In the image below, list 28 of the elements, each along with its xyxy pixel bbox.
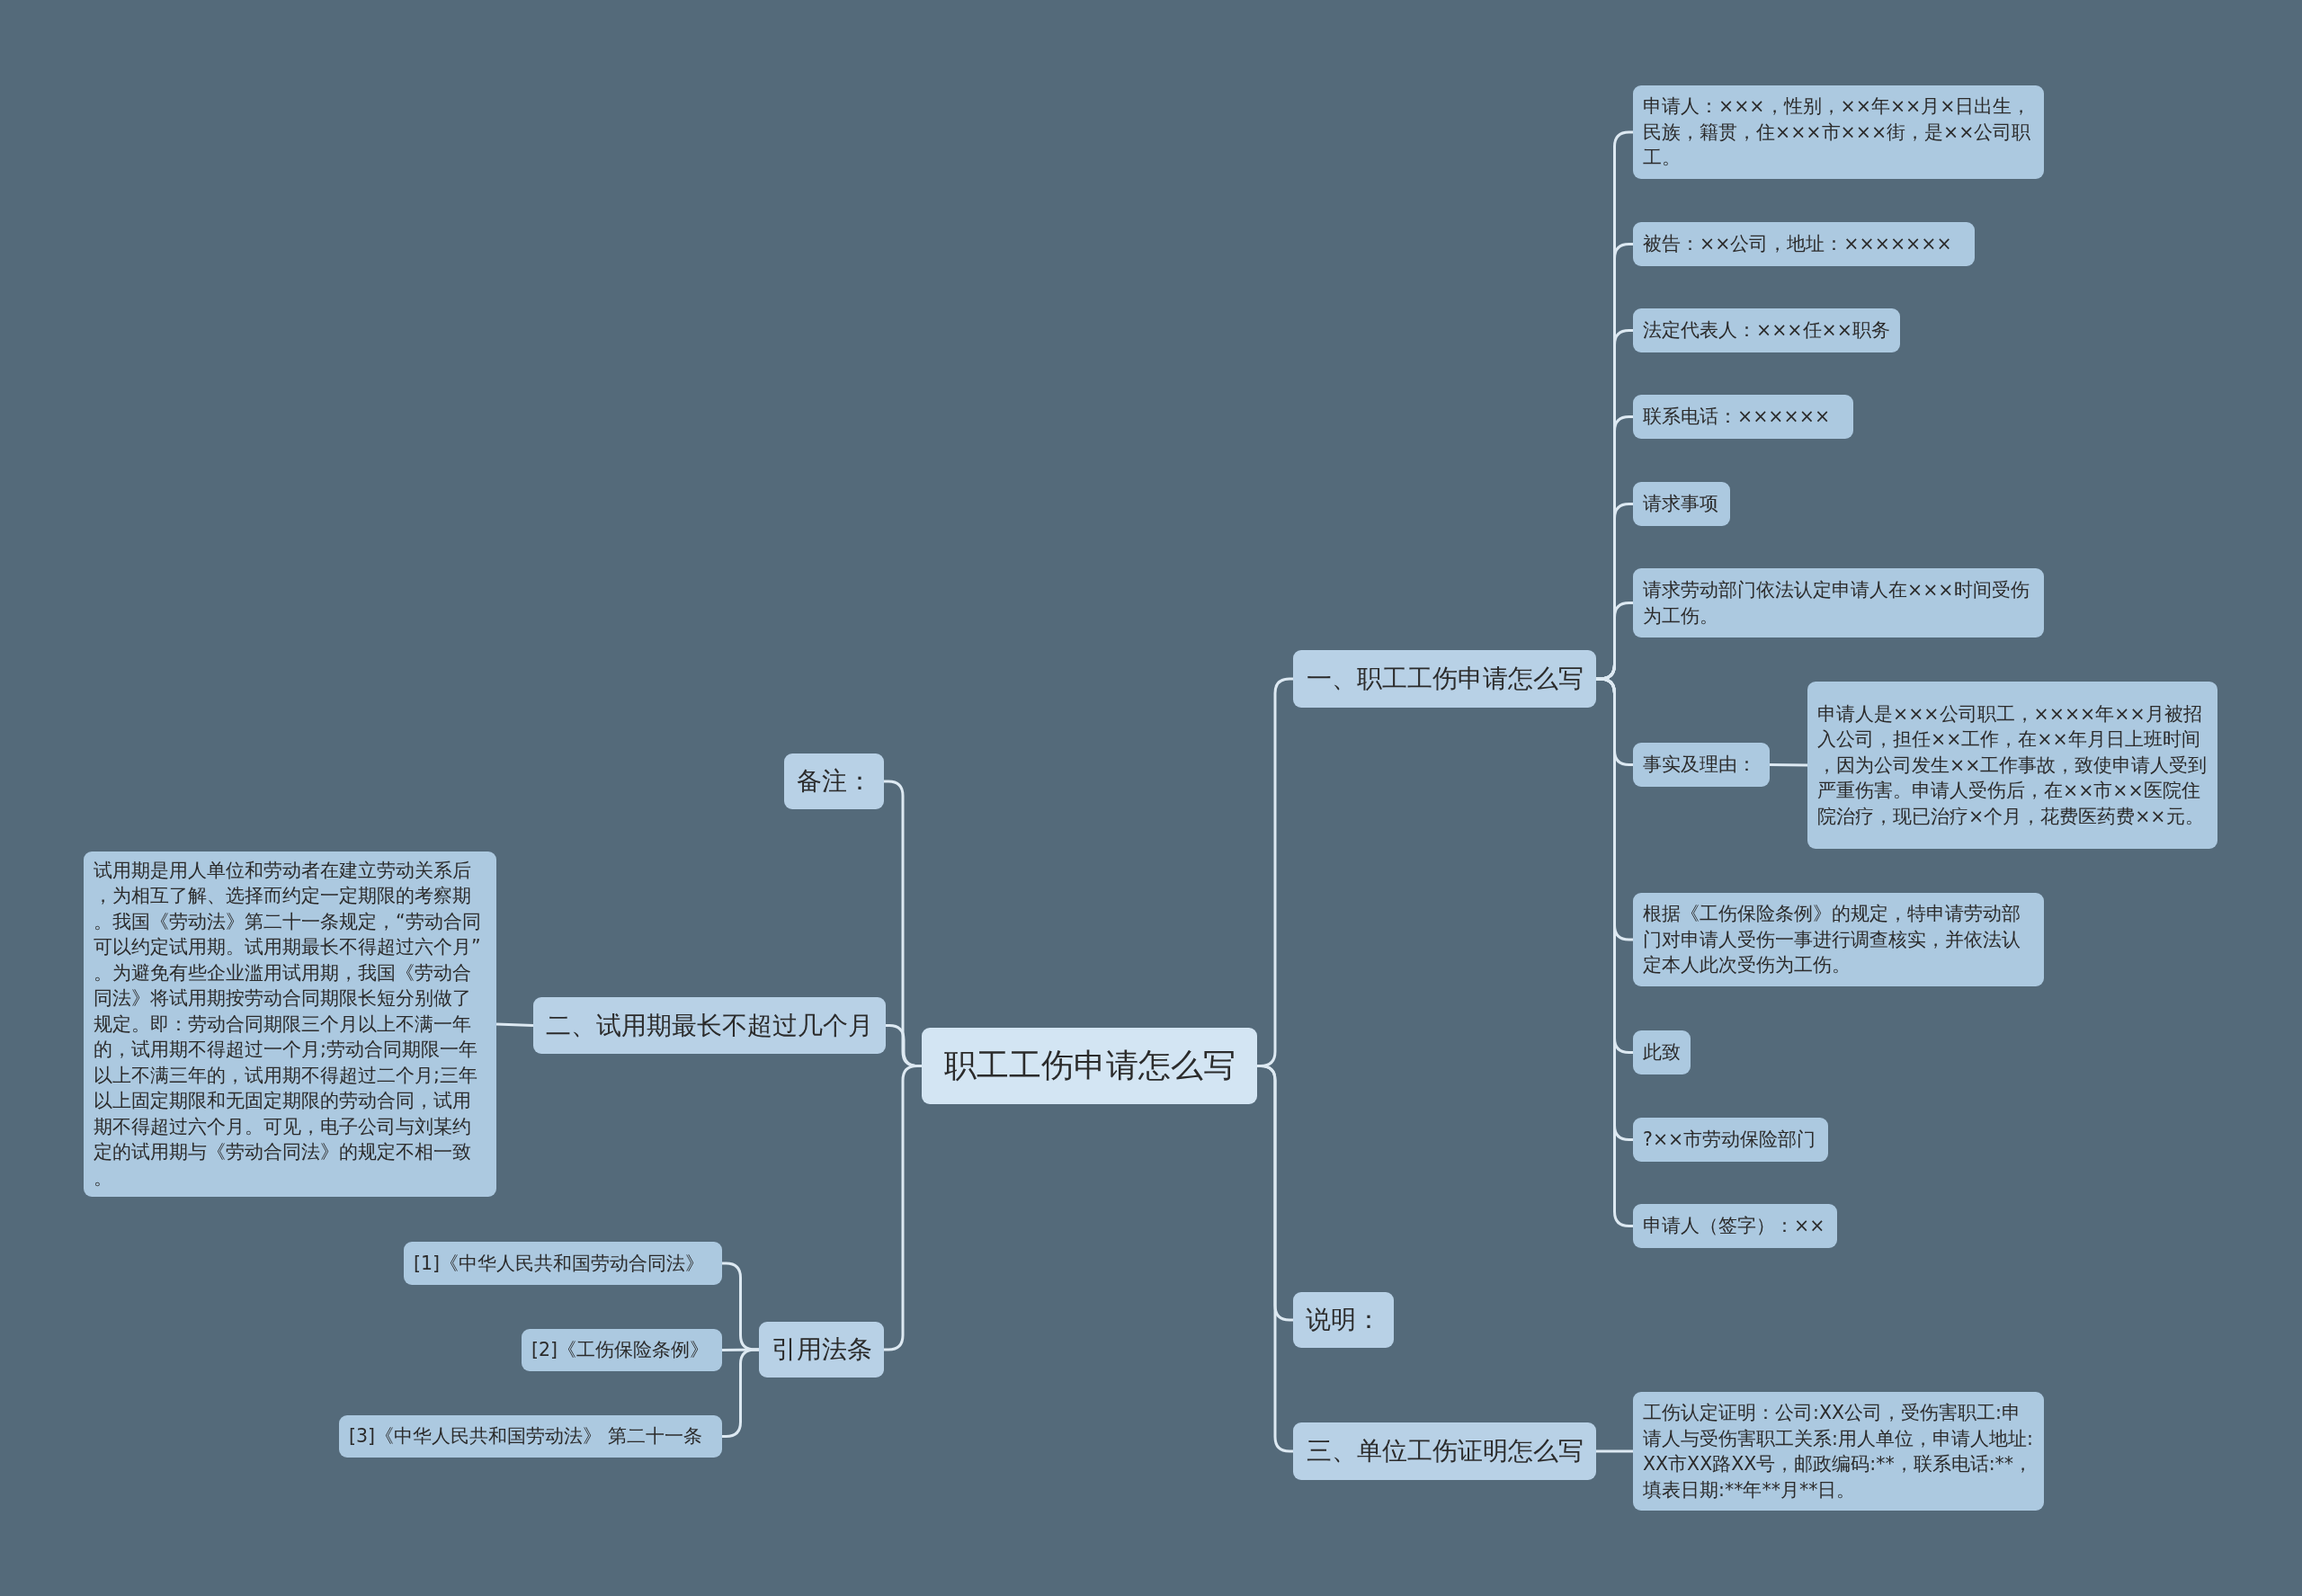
topic-box: 请求劳动部门依法认定申请人在×××时间受伤为工伤。 bbox=[1633, 568, 2044, 638]
branch-topic: 备注： bbox=[784, 753, 884, 809]
topic-box: 工伤认定证明：公司:XX公司，受伤害职工:申请人与受伤害职工关系:用人单位，申请人地址:XX市XX路XX号，邮政编码:**，联系电话:**，填表日期:**年**月**日。 bbox=[1633, 1392, 2044, 1511]
topic-box: 法定代表人：×××任××职务 bbox=[1633, 308, 1900, 352]
branch-topic: 一、职工工伤申请怎么写 bbox=[1293, 650, 1596, 708]
topic-box: 被告：××公司，地址：××××××× bbox=[1633, 222, 1975, 266]
topic-box: 试用期是用人单位和劳动者在建立劳动关系后，为相互了解、选择而约定一定期限的考察期。我国《劳动法》第二十一条规定，“劳动合同可以约定试用期。试用期最长不得超过六个月”。为避免有些企业滥用试用期，我国《劳动合同法》将试用期按劳动合同期限长短分别做了规定。即：劳动合同期限三个月以上不满一年的，试用期不得超过一个月;劳动合同期限一年以上不满三年的，试用期不得超过二个月;三年以上固定期限和无固定期限的劳动合同，试用期不得超过六个月。可见，电子公司与刘某约定的试用期与《劳动合同法》的规定不相一致。 bbox=[84, 851, 496, 1197]
topic-box: [1]《中华人民共和国劳动合同法》 bbox=[404, 1242, 722, 1285]
topic-box: [3]《中华人民共和国劳动法》 第二十一条 bbox=[339, 1415, 722, 1458]
topic-box: 申请人是×××公司职工，××××年××月被招入公司，担任××工作，在××年月日上班时间，因为公司发生××工作事故，致使申请人受到严重伤害。申请人受伤后，在××市××医院住院治疗，现已治疗×个月，花费医药费××元。 bbox=[1807, 682, 2217, 849]
branch-topic: 说明： bbox=[1293, 1292, 1394, 1348]
topic-box: ?××市劳动保险部门 bbox=[1633, 1118, 1828, 1162]
topic-box: 申请人：×××，性别，××年××月×日出生，民族，籍贯，住×××市×××街，是××公司职工。 bbox=[1633, 85, 2044, 179]
central-topic: 职工工伤申请怎么写 bbox=[922, 1028, 1257, 1104]
topic-box: 联系电话：×××××× bbox=[1633, 395, 1853, 439]
connector-line bbox=[495, 1022, 534, 1027]
branch-topic: 引用法条 bbox=[759, 1322, 884, 1378]
branch-topic: 三、单位工伤证明怎么写 bbox=[1293, 1422, 1596, 1480]
topic-box: 请求事项 bbox=[1633, 482, 1730, 526]
topic-box: 申请人（签字）：×× bbox=[1633, 1204, 1837, 1248]
connector-line bbox=[1596, 1449, 1633, 1453]
connector-line bbox=[1770, 763, 1807, 767]
topic-box: 事实及理由： bbox=[1633, 743, 1770, 787]
connector-line bbox=[884, 1065, 922, 1351]
topic-box: 此致 bbox=[1633, 1030, 1691, 1074]
topic-box: [2]《工伤保险条例》 bbox=[522, 1329, 722, 1371]
branch-topic: 二、试用期最长不超过几个月 bbox=[533, 997, 886, 1054]
topic-box: 根据《工伤保险条例》的规定，特申请劳动部门对申请人受伤一事进行调查核实，并依法认定本人此次受伤为工伤。 bbox=[1633, 893, 2044, 986]
